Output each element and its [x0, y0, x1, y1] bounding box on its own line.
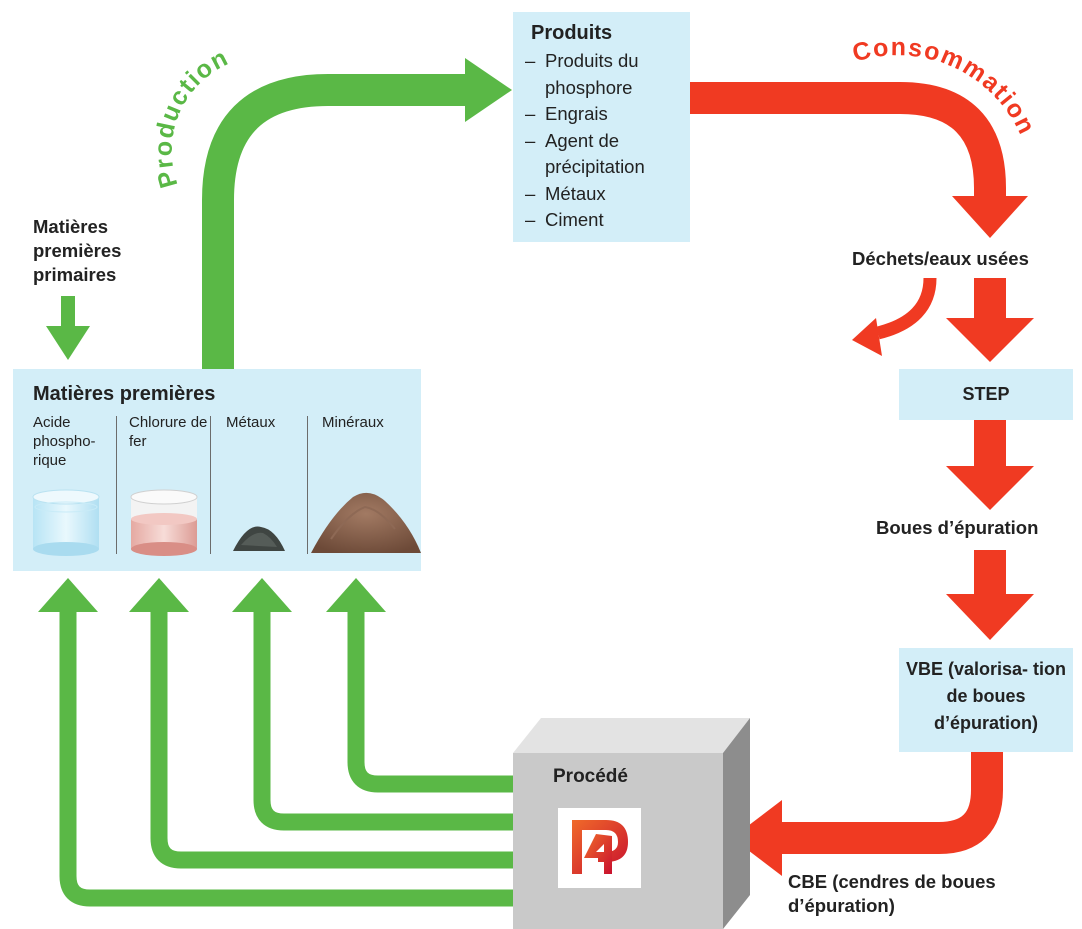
product-item: –Produits du phosphore [525, 50, 639, 98]
step-to-sludge-arrow [974, 420, 1006, 468]
raw-col-iron: Chlorure de fer [129, 414, 208, 450]
return-arrowhead-metals [232, 578, 292, 612]
sludge-label: Boues d’épuration [876, 517, 1039, 538]
raw-col-minerals: Minéraux [322, 414, 384, 431]
primary-raw-arrowhead [46, 326, 90, 360]
raw-col-acid: Acide phospho- rique [33, 414, 96, 469]
step-box: STEP [899, 369, 1073, 420]
raw-materials-box: Matières premières Acide phospho- rique … [13, 369, 421, 571]
vbe-to-process-arrow [780, 752, 1003, 854]
consumption-arrow [690, 82, 1006, 198]
waste-to-step-arrow [974, 278, 1006, 320]
product-item: –Métaux [525, 182, 606, 204]
sludge-to-vbe-arrowhead [946, 594, 1034, 640]
raw-col-metals: Métaux [226, 414, 276, 431]
products-list: –Produits du phosphore –Engrais –Agent d… [525, 48, 690, 234]
waste-branch-arrow [876, 277, 937, 340]
product-item: –Agent de précipitation [525, 129, 645, 178]
primary-raw-arrow [61, 296, 75, 328]
column-divider [307, 416, 308, 554]
p4-logo-graphic [572, 820, 628, 874]
vbe-to-process-arrowhead [732, 800, 782, 876]
consumption-arrowhead [952, 196, 1028, 238]
production-arrowhead [465, 58, 512, 122]
step-to-sludge-arrowhead [946, 466, 1034, 510]
vbe-box: VBE (valorisa- tion de boues d’épuration… [899, 648, 1073, 752]
return-arrowhead-iron [129, 578, 189, 612]
production-arrow [202, 74, 465, 370]
return-arrow-iron [150, 612, 513, 869]
sludge-to-vbe-arrow [974, 550, 1006, 596]
raw-material-pictures [32, 489, 421, 556]
return-arrowhead-minerals [326, 578, 386, 612]
return-arrow-metals [253, 612, 513, 831]
p4-logo-icon [558, 808, 641, 888]
column-divider [116, 416, 117, 554]
iron-chloride-beaker-picture [130, 489, 198, 556]
return-arrow-acid [59, 612, 513, 907]
raw-materials-title: Matières premières [33, 383, 216, 405]
product-item: –Engrais [525, 103, 608, 124]
acid-beaker-picture [32, 489, 100, 556]
minerals-heap-picture [311, 492, 421, 553]
return-arrows [59, 612, 513, 907]
process-label: Procédé [553, 766, 628, 787]
cbe-label: CBE (cendres de boues d’épuration) [788, 871, 996, 916]
waste-to-step-arrowhead [946, 318, 1034, 362]
product-item: –Ciment [525, 209, 604, 230]
return-arrowhead-acid [38, 578, 98, 612]
waste-branch-arrowhead [852, 318, 882, 356]
metals-powder-picture [233, 526, 285, 551]
products-title: Produits [531, 22, 613, 44]
column-divider [210, 416, 211, 554]
return-arrow-minerals [347, 612, 513, 793]
waste-label: Déchets/eaux usées [852, 248, 1029, 269]
primary-raw-materials-label: Matières premières primaires [33, 216, 122, 285]
products-box: Produits –Produits du phosphore –Engrais… [513, 12, 690, 242]
